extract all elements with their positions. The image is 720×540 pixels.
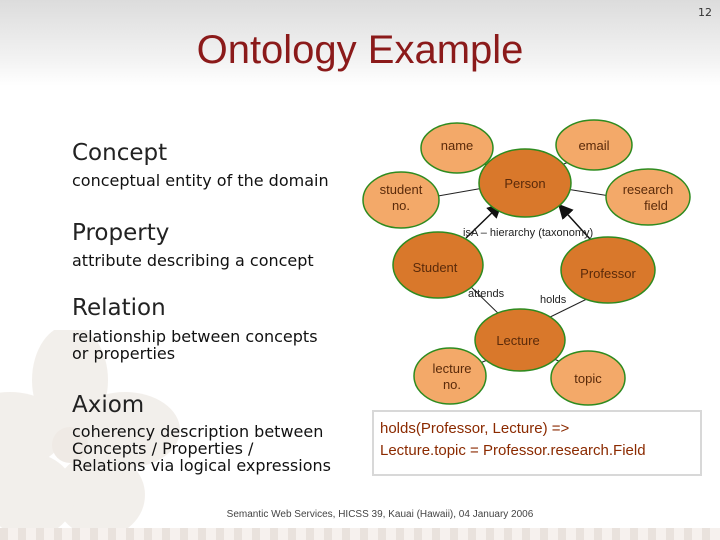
node-topic: topic [551,351,625,405]
node-professor: Professor [561,237,655,303]
node-student-no: student no. [363,172,439,228]
node-label: topic [574,371,602,386]
node-person: Person [479,149,571,217]
node-label: Lecture [496,333,539,348]
node-label: email [578,138,609,153]
node-label: lecture [432,361,471,376]
edge-label-holds: holds [540,294,567,306]
property-node-shape [414,348,486,404]
axiom-box: holds(Professor, Lecture) => Lecture.top… [372,410,702,476]
slide-footer: Semantic Web Services, HICSS 39, Kauai (… [0,509,720,520]
node-name: name [421,123,493,173]
node-label: field [644,198,668,213]
decorative-strip [0,528,720,540]
node-lecture-no: lecture no. [414,348,486,404]
node-lecture: Lecture [475,309,565,371]
edge-label-attends: attends [468,288,505,300]
node-email: email [556,120,632,170]
node-label: no. [392,198,410,213]
node-label: no. [443,377,461,392]
node-label: Student [413,260,458,275]
node-label: research [623,182,674,197]
node-label: student [380,182,423,197]
axiom-line-1: holds(Professor, Lecture) => [380,418,700,440]
property-node-shape [606,169,690,225]
node-label: Professor [580,266,636,281]
node-research-field: research field [606,169,690,225]
node-label: name [441,138,474,153]
edge-label-isa: isA – hierarchy (taxonomy) [463,227,593,239]
node-label: Person [504,176,545,191]
axiom-line-2: Lecture.topic = Professor.research.Field [380,440,700,462]
